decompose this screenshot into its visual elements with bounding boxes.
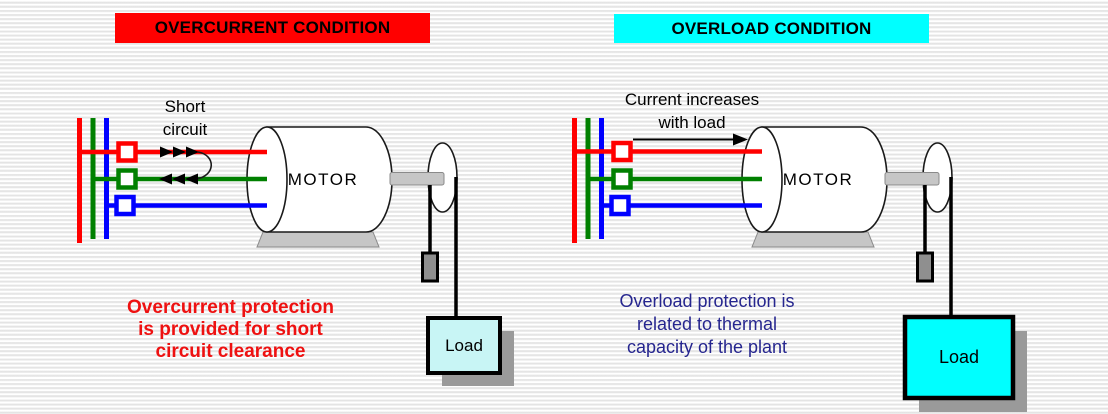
right-current-arrowhead <box>733 133 748 146</box>
right-weight <box>916 251 934 283</box>
right-motor-base <box>751 231 875 248</box>
left-motor-label: MOTOR <box>287 170 359 189</box>
right-load-box <box>902 314 1016 401</box>
right-title-text: OVERLOAD CONDITION <box>671 18 872 38</box>
left-arrowhead-green-3 <box>159 173 172 185</box>
left-load-label: Load <box>445 335 483 355</box>
right-caption: Overload protection is related to therma… <box>619 291 795 357</box>
right-diagram <box>572 118 1027 412</box>
left-title-text: OVERCURRENT CONDITION <box>154 18 391 37</box>
left-breaker-blue <box>114 194 136 217</box>
left-breaker-red <box>116 141 138 163</box>
left-caption: Overcurrent protection is provided for s… <box>127 297 334 362</box>
right-motor-label: MOTOR <box>782 170 854 189</box>
left-weight <box>421 251 439 283</box>
left-short-circuit-label: Short circuit <box>162 97 208 139</box>
left-shaft <box>389 172 445 186</box>
right-load-label: Load <box>938 347 980 367</box>
left-short-circuit-arc <box>195 151 213 180</box>
left-load-box <box>426 316 502 375</box>
left-arrowhead-green-1 <box>185 173 198 185</box>
left-arrowhead-red-2 <box>173 146 186 158</box>
right-breaker-red <box>611 140 633 163</box>
left-arrowhead-red-1 <box>160 146 173 158</box>
left-arrowhead-red-3 <box>186 146 199 158</box>
left-breaker-green <box>116 168 138 190</box>
right-title-banner: OVERLOAD CONDITION <box>614 14 929 43</box>
right-breaker-green <box>611 168 633 190</box>
left-motor-base <box>256 231 380 248</box>
left-diagram <box>77 118 514 386</box>
left-arrowhead-green-2 <box>172 173 185 185</box>
right-current-increases-label: Current increases with load <box>624 90 760 132</box>
right-shaft <box>884 172 940 186</box>
left-title-banner: OVERCURRENT CONDITION <box>115 13 430 43</box>
right-breaker-blue <box>609 194 631 217</box>
